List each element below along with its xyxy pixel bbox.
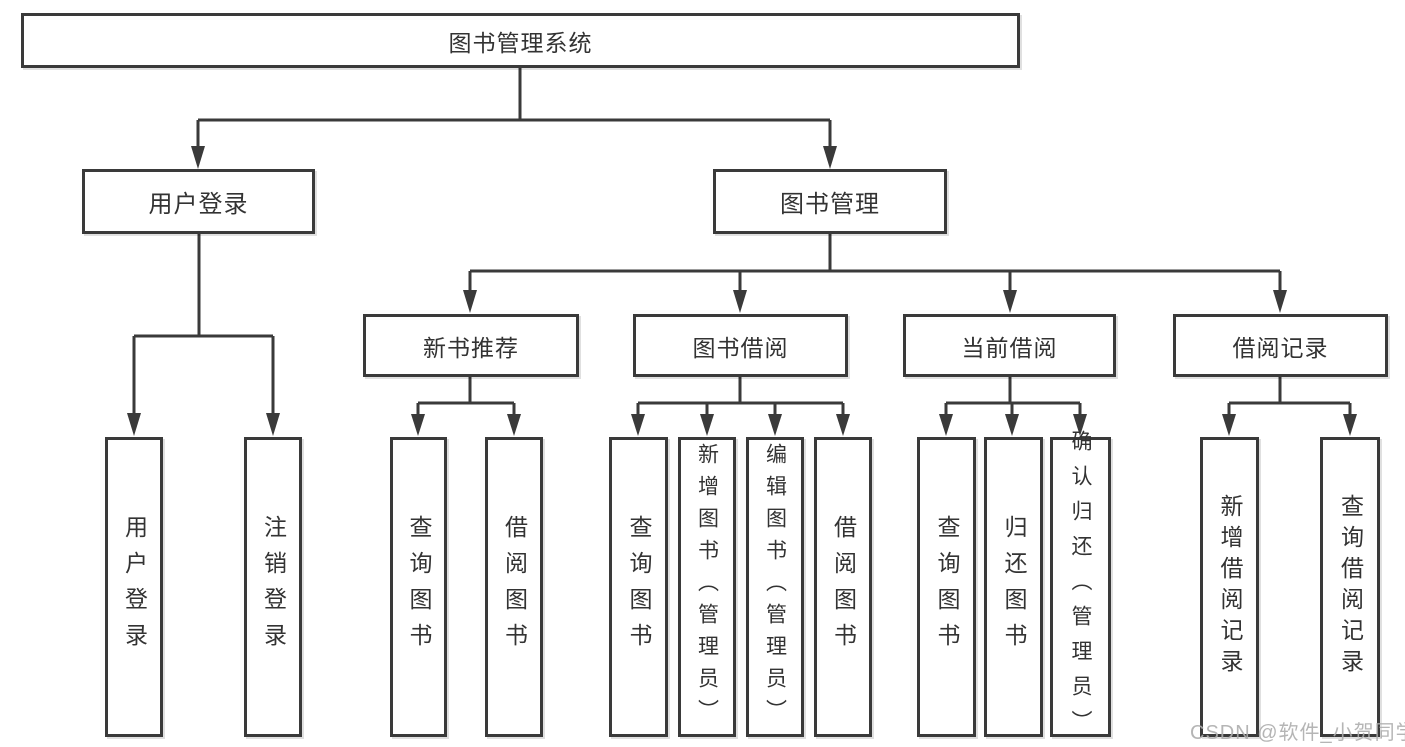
arrowhead	[1343, 414, 1357, 436]
arrowhead	[1222, 414, 1236, 436]
node-label: 借阅记录	[1232, 334, 1329, 361]
node-current-borrow: 当前借阅	[903, 314, 1116, 377]
connector-new-book-children	[411, 377, 521, 436]
leaf-user-login: 用户登录	[105, 437, 163, 737]
arrowhead	[1003, 290, 1017, 313]
node-label: 编辑图书（管理员）	[763, 443, 787, 731]
leaf-return-book: 归还图书	[984, 437, 1043, 737]
leaf-borrow-book-1: 借阅图书	[485, 437, 543, 737]
arrowhead	[733, 290, 747, 313]
node-new-book-recommend: 新书推荐	[363, 314, 579, 377]
arrowhead	[836, 414, 850, 436]
leaf-logout: 注销登录	[244, 437, 302, 737]
watermark-text: CSDN @软件_小贺同学	[1190, 722, 1405, 744]
connector-user-login-children	[127, 234, 280, 436]
node-book-borrow: 图书借阅	[633, 314, 848, 377]
node-label: 注销登录	[260, 515, 287, 659]
node-label: 新增借阅记录	[1217, 494, 1243, 680]
leaf-add-book-admin: 新增图书（管理员）	[678, 437, 736, 737]
leaf-add-borrow-record: 新增借阅记录	[1200, 437, 1259, 737]
node-book-management: 图书管理	[713, 169, 947, 234]
connector-book-borrow-children	[631, 377, 850, 436]
node-label: 新书推荐	[423, 334, 519, 361]
node-label: 用户登录	[121, 515, 148, 659]
node-label: 新增图书（管理员）	[695, 443, 719, 731]
node-label: 当前借阅	[961, 334, 1058, 361]
arrowhead	[1005, 414, 1019, 436]
arrowhead	[1273, 290, 1287, 313]
connector-root-to-level2	[191, 68, 837, 169]
node-label: 查询图书	[934, 515, 960, 659]
node-label: 图书管理	[780, 191, 880, 218]
leaf-borrow-book-2: 借阅图书	[814, 437, 872, 737]
connector-current-borrow-children	[939, 377, 1087, 436]
arrowhead	[266, 413, 280, 436]
arrowhead	[700, 414, 714, 436]
node-label: 查询图书	[406, 515, 432, 659]
node-label: 用户登录	[148, 191, 249, 218]
connector-borrow-records-children	[1222, 377, 1357, 436]
arrowhead	[191, 146, 205, 169]
leaf-confirm-return-admin: 确认归还（管理员）	[1050, 430, 1111, 745]
node-borrow-records: 借阅记录	[1173, 314, 1388, 377]
node-label: 图书借阅	[692, 334, 789, 361]
arrowhead	[823, 146, 837, 169]
leaf-query-book-2: 查询图书	[609, 437, 668, 737]
node-label: 查询图书	[626, 515, 652, 659]
node-label: 归还图书	[1001, 515, 1027, 659]
node-label: 借阅图书	[501, 515, 528, 659]
arrowhead	[411, 414, 425, 436]
node-book-management-system: 图书管理系统	[21, 13, 1020, 68]
arrowhead	[939, 414, 953, 436]
leaf-query-book-3: 查询图书	[917, 437, 976, 737]
leaf-query-book-1: 查询图书	[390, 437, 447, 737]
node-label: 确认归还（管理员）	[1069, 429, 1092, 745]
node-label: 查询借阅记录	[1337, 494, 1364, 680]
connector-book-mgmt-children	[463, 234, 1287, 313]
node-label: 图书管理系统	[448, 29, 593, 56]
arrowhead	[507, 414, 521, 436]
arrowhead	[463, 290, 477, 313]
node-label: 借阅图书	[830, 515, 857, 659]
arrowhead	[1073, 414, 1087, 436]
arrowhead	[768, 414, 782, 436]
node-user-login: 用户登录	[82, 169, 315, 234]
arrowhead	[631, 414, 645, 436]
arrowhead	[127, 413, 141, 436]
leaf-query-borrow-record: 查询借阅记录	[1320, 437, 1380, 737]
leaf-edit-book-admin: 编辑图书（管理员）	[746, 437, 804, 737]
